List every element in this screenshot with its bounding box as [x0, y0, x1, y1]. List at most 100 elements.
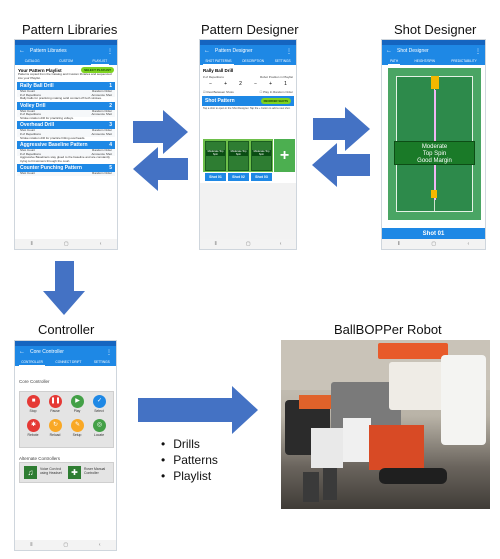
overflow-menu-icon[interactable]: ⋮ [475, 48, 481, 55]
shot-button[interactable]: Shot 02 [228, 173, 249, 181]
row-option[interactable]: Random Order [92, 147, 112, 152]
back-arrow-icon[interactable]: ← [204, 48, 210, 54]
back-icon[interactable]: ‹ [279, 241, 282, 247]
drill-description: Aggressive Baseliners stay glued to the … [20, 155, 110, 163]
play-icon[interactable]: ▶ [71, 395, 84, 408]
recents-icon[interactable]: ⫴ [30, 241, 33, 247]
row-option[interactable]: Announce Shot [91, 92, 112, 97]
minus-icon[interactable]: − [254, 81, 257, 87]
row-label: Shot Count [20, 128, 36, 133]
reorder-shots-button[interactable]: REORDER SHOTS [260, 98, 291, 104]
row-option[interactable]: Announce Shot [91, 151, 112, 156]
mini-court[interactable] [228, 141, 249, 171]
tab-bar: CATALOG CUSTOM PLAYLIST [15, 57, 117, 65]
overflow-menu-icon[interactable]: ⋮ [107, 48, 113, 55]
shot-pattern-title: Shot Pattern [205, 98, 235, 104]
options-row: ☑ Rest Between Shots ☐ Play In Random Or… [200, 89, 296, 94]
row-label: Shot Count [20, 108, 36, 113]
tab-settings[interactable]: SETTINGS [93, 360, 110, 364]
headset-icon[interactable]: ♫ [24, 466, 37, 479]
row-option[interactable]: Random Order [92, 89, 112, 94]
row-option[interactable]: Random Order [92, 128, 112, 133]
rebote-icon[interactable]: ✱ [27, 419, 40, 432]
status-bar [15, 40, 117, 45]
app-title: Shot Designer [397, 48, 429, 54]
stop-icon[interactable]: ■ [27, 395, 40, 408]
shot-designer-screen: ← Shot Designer ⋮ PATH HEIGHT/SPIN PREDI… [381, 39, 486, 250]
home-icon[interactable]: ▢ [245, 241, 251, 247]
tab-connect-drift[interactable]: CONNECT DRIFT [55, 360, 82, 364]
back-icon[interactable]: ‹ [99, 241, 102, 247]
launch-marker[interactable] [431, 190, 437, 198]
rest-between-shots-checkbox[interactable]: ☑ Rest Between Shots [203, 90, 234, 94]
recents-icon[interactable]: ⫴ [30, 542, 33, 548]
setup-icon[interactable]: ✎ [71, 419, 84, 432]
playlist-heading: Your Pattern Playlist [18, 67, 62, 73]
random-order-checkbox[interactable]: ☐ Play In Random Order [259, 90, 293, 94]
plus-icon[interactable]: + [224, 81, 228, 87]
add-shot-button[interactable]: + [274, 139, 295, 172]
back-arrow-icon[interactable]: ← [19, 349, 25, 355]
tab-predictability[interactable]: PREDICTABILITY [451, 59, 477, 63]
recents-icon[interactable]: ⫴ [397, 241, 400, 247]
tab-path[interactable]: PATH [388, 58, 401, 65]
minus-icon[interactable]: − [209, 81, 212, 87]
track [379, 468, 447, 484]
shot-label-button[interactable]: Shot 01 [382, 228, 485, 240]
shot-button[interactable]: Shot 01 [205, 173, 226, 181]
locate-icon[interactable]: ◎ [93, 419, 106, 432]
rebote-label: Rebote [27, 433, 39, 437]
tab-settings[interactable]: SETTINGS [274, 59, 291, 63]
title-shot-designer: Shot Designer [394, 22, 477, 37]
pause-icon[interactable]: ❚❚ [49, 395, 62, 408]
plus-icon[interactable]: + [269, 81, 273, 87]
select-playlist-button[interactable]: SELECT PLAYLIST [81, 67, 114, 73]
shot-pattern-bar: Shot Pattern REORDER SHOTS [202, 96, 294, 106]
overflow-menu-icon[interactable]: ⋮ [106, 349, 112, 356]
drill-description: Rally balls for practicing making solid … [20, 96, 102, 101]
home-icon[interactable]: ▢ [63, 542, 69, 548]
list-item: Drills [161, 436, 218, 452]
tab-catalog[interactable]: CATALOG [24, 59, 40, 63]
robot-photo [281, 340, 490, 509]
mini-court[interactable] [205, 141, 226, 171]
tab-custom[interactable]: CUSTOM [59, 59, 73, 63]
tab-bar: CONTROLLER CONNECT DRIFT SETTINGS [15, 358, 116, 366]
overflow-menu-icon[interactable]: ⋮ [286, 48, 292, 55]
select-icon[interactable]: ✓ [93, 395, 106, 408]
drill-name: Counter Punching Pattern [20, 164, 82, 171]
tab-height-spin[interactable]: HEIGHT/SPIN [414, 59, 435, 63]
back-arrow-icon[interactable]: ← [386, 48, 392, 54]
recents-icon[interactable]: ⫴ [214, 241, 217, 247]
arrow-down-icon [43, 261, 85, 315]
row-option[interactable]: Random Order [92, 170, 112, 175]
drill-name: Rally Ball Drill [203, 68, 234, 73]
home-icon[interactable]: ▢ [431, 241, 437, 247]
rover-icon[interactable]: ✚ [68, 466, 81, 479]
tab-shot-patterns[interactable]: SHOT PATTERNS [203, 58, 234, 65]
home-icon[interactable]: ▢ [63, 241, 69, 247]
back-icon[interactable]: ‹ [467, 241, 470, 247]
mini-court[interactable] [251, 141, 272, 171]
row-option[interactable]: Random Order [92, 108, 112, 113]
alternate-controllers-panel [19, 462, 114, 483]
shot-tooltip: Moderate Top Spin Good Margin [394, 141, 475, 165]
back-icon[interactable]: ‹ [98, 542, 101, 548]
target-marker[interactable] [431, 76, 439, 89]
app-bar: ← Shot Designer ⋮ [382, 45, 485, 57]
row-option[interactable]: Announce Shot [91, 131, 112, 136]
shot-button[interactable]: Shot 03 [251, 173, 272, 181]
tab-playlist[interactable]: PLAYLIST [90, 58, 110, 65]
app-title: Pattern Designer [215, 48, 253, 54]
tab-description[interactable]: DESCRIPTION [242, 59, 265, 63]
back-arrow-icon[interactable]: ← [19, 48, 25, 54]
tab-controller[interactable]: CONTROLLER [19, 359, 45, 366]
row-option[interactable]: Announce Shot [91, 112, 112, 117]
row-label: Shot Count [20, 89, 36, 94]
reload-icon[interactable]: ↻ [49, 419, 62, 432]
